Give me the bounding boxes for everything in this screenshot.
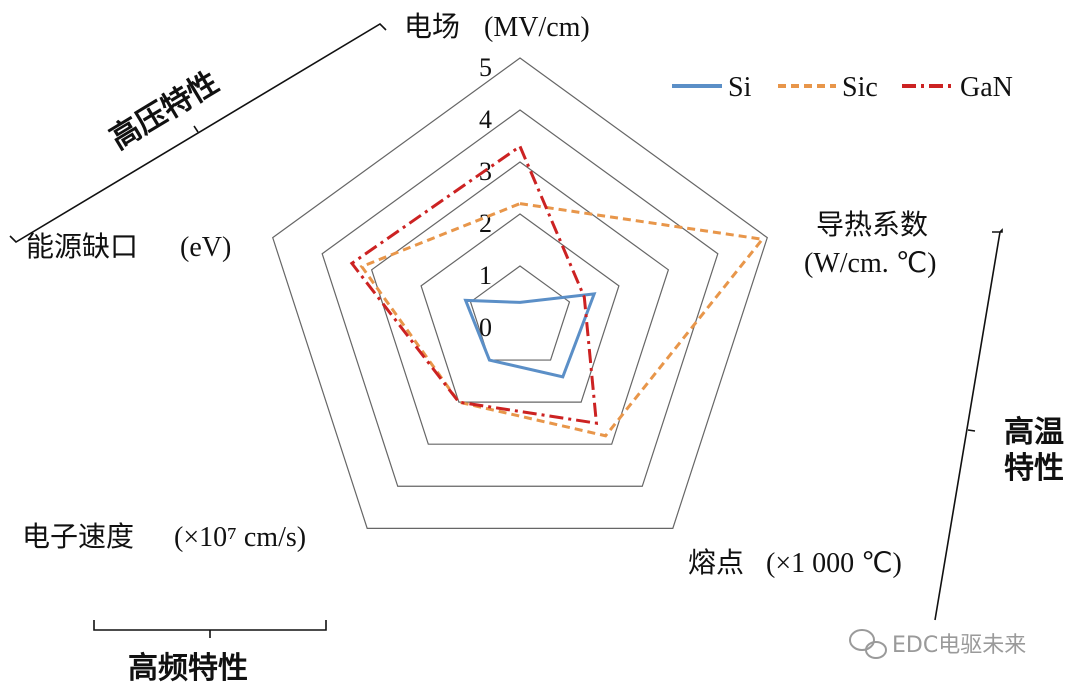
bracket-high-voltage: 高压特性	[9, 22, 387, 244]
group-label-high-temp-line2: 特性	[1004, 451, 1064, 486]
axis-label-electric-field: 电场 (MV/cm)	[404, 10, 590, 43]
grid-ring-2	[420, 213, 620, 403]
svg-text:能源缺口: 能源缺口	[26, 230, 138, 263]
svg-text:(MV/cm): (MV/cm)	[484, 12, 590, 43]
bracket-high-frequency: 高频特性	[93, 620, 327, 686]
svg-text:电子速度: 电子速度	[22, 520, 134, 553]
tick-label-0: 0	[479, 313, 492, 342]
tick-label-2: 2	[479, 209, 492, 238]
svg-text:(W/cm. ℃): (W/cm. ℃)	[804, 248, 937, 279]
bracket-high-temperature: 高温 特性	[934, 228, 1064, 621]
axis-label-thermal-conductivity: 导热系数 (W/cm. ℃)	[804, 208, 937, 279]
svg-text:Si: Si	[728, 72, 752, 103]
radar-series	[349, 144, 766, 438]
tick-label-5: 5	[479, 53, 492, 82]
legend-item-gan: GaN	[902, 72, 1013, 103]
group-label-high-frequency: 高频特性	[128, 651, 248, 686]
svg-text:导热系数: 导热系数	[816, 208, 928, 241]
svg-text:(×1 000 ℃): (×1 000 ℃)	[766, 548, 902, 579]
grid-ring-4	[321, 109, 719, 487]
radar-grid	[272, 57, 768, 529]
series-line-sic	[359, 202, 766, 438]
svg-text:GaN: GaN	[960, 72, 1013, 103]
series-line-gan	[349, 144, 599, 425]
grid-ring-5	[272, 57, 768, 529]
group-label-high-temp-line1: 高温	[1004, 415, 1064, 450]
group-label-high-voltage: 高压特性	[104, 65, 225, 157]
svg-text:(×10⁷ cm/s): (×10⁷ cm/s)	[174, 522, 306, 553]
tick-label-1: 1	[479, 261, 492, 290]
wechat-icon	[849, 629, 887, 659]
axis-label-electron-velocity: 电子速度 (×10⁷ cm/s)	[22, 520, 306, 553]
series-line-si	[463, 292, 597, 379]
axis-label-melting-point: 熔点 (×1 000 ℃)	[688, 546, 902, 579]
svg-text:电场: 电场	[404, 10, 460, 43]
legend-item-sic: Sic	[778, 72, 878, 103]
svg-text:(eV): (eV)	[180, 232, 231, 263]
legend: Si Sic GaN	[672, 72, 1013, 103]
axis-label-energy-gap: 能源缺口 (eV)	[26, 230, 231, 263]
tick-label-4: 4	[479, 105, 492, 134]
grid-ring-1	[469, 265, 571, 361]
legend-item-si: Si	[672, 72, 752, 103]
svg-text:熔点: 熔点	[688, 546, 744, 579]
svg-text:EDC电驱未来: EDC电驱未来	[892, 633, 1026, 658]
svg-text:Sic: Sic	[842, 72, 878, 103]
watermark: EDC电驱未来	[849, 629, 1026, 659]
